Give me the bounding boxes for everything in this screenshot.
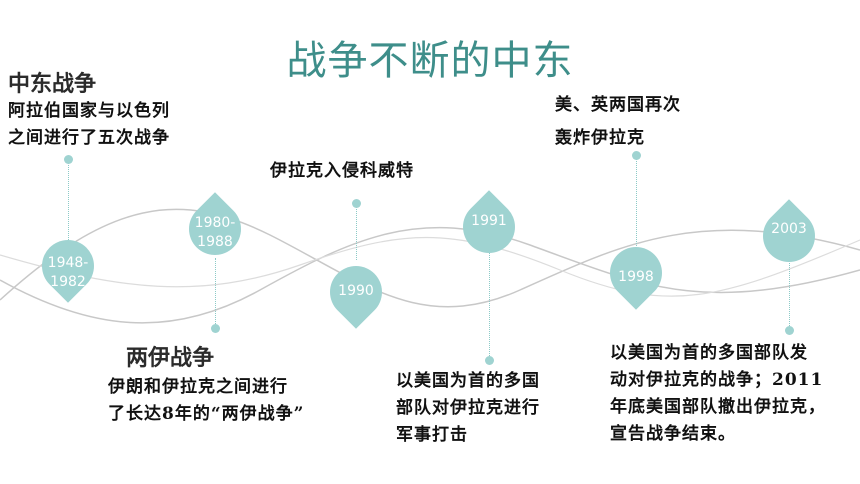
connector-2003 xyxy=(789,258,790,330)
heading-middle-east-wars: 中东战争 xyxy=(8,72,97,97)
note-iraq-war: 以美国为首的多国部队发 动对伊拉克的战争；2011 年底美国部队撤出伊拉克， 宣… xyxy=(610,343,826,444)
note-iraq-kuwait: 伊拉克入侵科威特 xyxy=(270,161,414,181)
dot-1980 xyxy=(211,324,220,333)
dot-1990 xyxy=(352,199,361,208)
pin-label-1998: 1998 xyxy=(618,269,654,285)
wave-line-2 xyxy=(0,226,860,324)
wave-line-3 xyxy=(0,237,860,297)
note-arab-israel: 阿拉伯国家与以色列 之间进行了五次战争 xyxy=(8,101,170,148)
connector-1948 xyxy=(68,160,69,242)
dot-1991 xyxy=(485,356,494,365)
page-title: 战争不断的中东 xyxy=(286,38,574,84)
pin-label-1991: 1991 xyxy=(471,213,507,229)
heading-iran-iraq-war: 两伊战争 xyxy=(126,346,215,371)
pin-label-1948: 1948- 1982 xyxy=(47,255,89,290)
note-us-uk-bombing: 美、英两国再次 轰炸伊拉克 xyxy=(555,95,681,148)
dot-1998 xyxy=(632,151,641,160)
connector-1990 xyxy=(356,204,357,260)
dot-1948 xyxy=(64,155,73,164)
pin-label-1980: 1980- 1988 xyxy=(194,215,236,250)
connector-1991 xyxy=(489,250,490,360)
dot-2003 xyxy=(785,326,794,335)
note-iran-iraq: 伊朗和伊拉克之间进行 了长达8年的“两伊战争” xyxy=(108,377,305,424)
note-gulf-war: 以美国为首的多国 部队对伊拉克进行 军事打击 xyxy=(396,371,540,445)
connector-1980 xyxy=(215,258,216,328)
pin-label-2003: 2003 xyxy=(771,221,807,237)
pin-label-1990: 1990 xyxy=(338,283,374,299)
connector-1998 xyxy=(636,156,637,248)
wave-line-1 xyxy=(0,208,860,308)
